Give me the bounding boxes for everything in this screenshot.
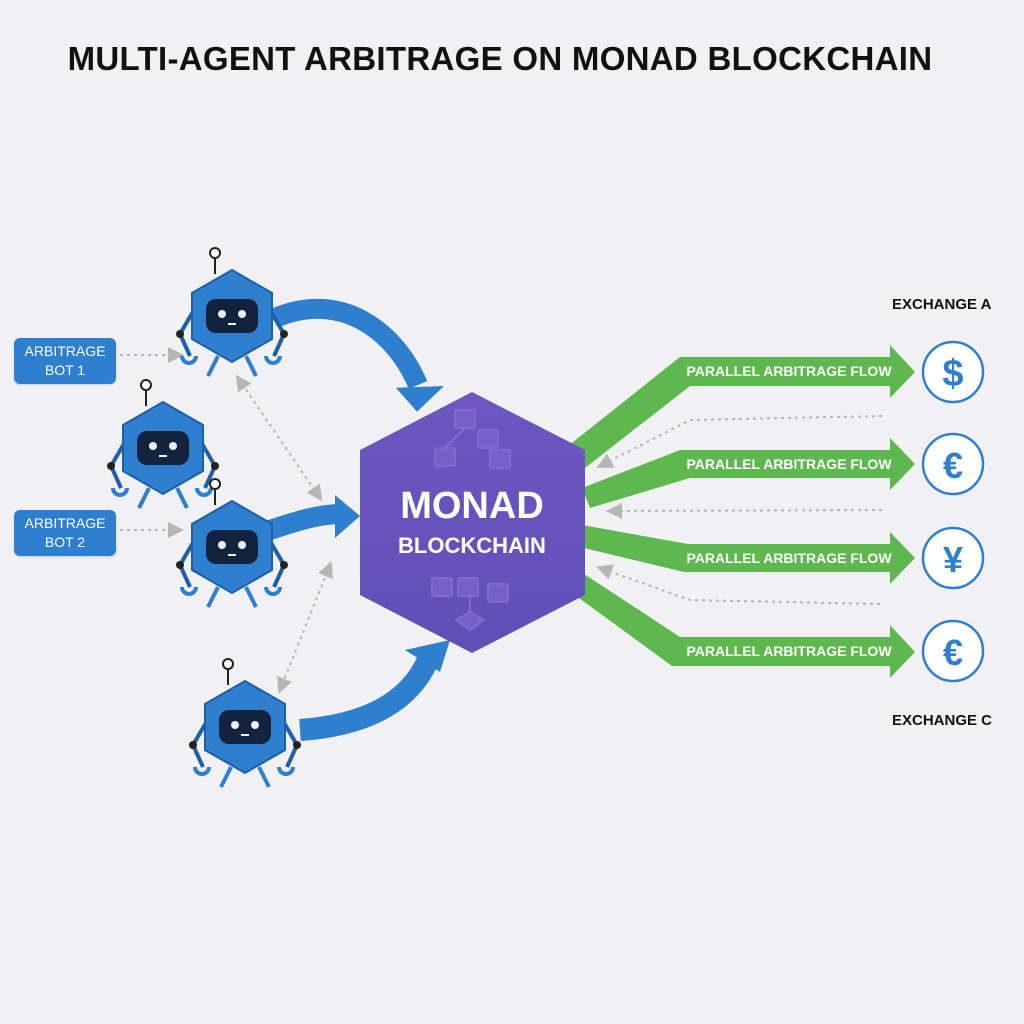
return-arrow-1 [596, 415, 883, 468]
bot-label-1-line1: ARBITRAGE [24, 343, 106, 359]
robot-to-chain-arrows [266, 298, 450, 741]
bot-label-2-line1: ARBITRAGE [24, 515, 106, 531]
exchange-coins: $ € ¥ € [921, 340, 985, 683]
monad-title: MONAD [400, 485, 544, 527]
euro-coin-icon-2: € [921, 619, 985, 683]
flow-arrow-3 [582, 525, 915, 584]
currency-symbol-1: $ [942, 353, 963, 395]
robot-3-icon [176, 478, 288, 608]
arrowhead-robot1 [395, 386, 444, 412]
bot-label-2-line2: BOT 2 [44, 534, 86, 550]
flow-arrow-2 [582, 438, 915, 508]
arrowhead-robot4 [405, 640, 450, 672]
dotted-robot1-to-chain [235, 374, 323, 502]
robot-1-icon [176, 247, 288, 377]
bot-label-1: ARBITRAGE BOT 1 [14, 338, 116, 384]
flow-arrow-4 [568, 568, 915, 678]
arrow-robot3-to-chain [266, 504, 343, 540]
diagram-title: MULTI-AGENT ARBITRAGE ON MONAD BLOCKCHAI… [67, 40, 933, 77]
monad-blockchain-node: MONAD BLOCKCHAIN [360, 392, 585, 653]
robot-4-icon [189, 658, 301, 788]
flow-arrow-1 [568, 345, 915, 468]
euro-coin-icon: € [921, 432, 985, 496]
exchange-a-label: EXCHANGE A [892, 296, 992, 313]
monad-hexagon [360, 392, 585, 653]
exchange-c-label: EXCHANGE C [892, 712, 993, 729]
arrow-robot4-to-chain [299, 655, 439, 741]
flow-label-2: PARALLEL ARBITRAGE FLOW [686, 456, 892, 472]
dotted-robot3-to-robot4 [277, 561, 333, 694]
currency-symbol-4: € [943, 632, 963, 673]
flow-labels: PARALLEL ARBITRAGE FLOW PARALLEL ARBITRA… [686, 363, 892, 659]
bot-label-1-line2: BOT 1 [44, 362, 86, 378]
currency-symbol-3: ¥ [943, 539, 963, 580]
currency-symbol-2: € [943, 445, 963, 486]
dotted-return-arrows [120, 347, 883, 694]
blockchain-cubes-bottom-icon [431, 577, 509, 632]
arrowhead-robot3 [335, 495, 360, 538]
blockchain-subtitle: BLOCKCHAIN [398, 533, 546, 558]
flow-label-4: PARALLEL ARBITRAGE FLOW [686, 643, 892, 659]
blockchain-cubes-top-icon [434, 409, 511, 469]
flow-label-1: PARALLEL ARBITRAGE FLOW [686, 363, 892, 379]
dollar-coin-icon: $ [921, 340, 985, 404]
return-arrow-2 [606, 502, 883, 519]
robots [107, 247, 301, 788]
bot-label-2: ARBITRAGE BOT 2 [14, 510, 116, 556]
robot-2-icon [107, 379, 219, 509]
yen-coin-icon: ¥ [921, 526, 985, 590]
arrow-robot1-to-chain [271, 298, 428, 390]
flow-label-3: PARALLEL ARBITRAGE FLOW [686, 550, 892, 566]
green-flow-arrows [568, 345, 915, 678]
return-arrow-3 [596, 564, 881, 605]
